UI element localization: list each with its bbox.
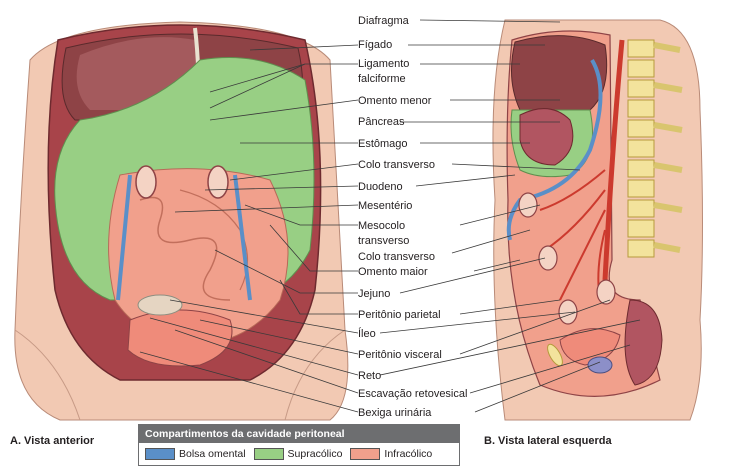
legend-swatch-pink: [350, 448, 381, 460]
legend-swatch-green: [253, 448, 284, 460]
label-diafragma: Diafragma: [358, 15, 410, 27]
caption-anterior: A. Vista anterior: [10, 435, 95, 447]
label-estomago: Estômago: [358, 138, 408, 150]
label-pancreas: Pâncreas: [358, 116, 405, 128]
label-omento-menor: Omento menor: [358, 95, 432, 107]
legend-items: Bolsa omental Supracólico Infracólico: [139, 443, 459, 460]
label-ileo: Íleo: [358, 327, 376, 340]
label-mesocolo: Mesocolo: [358, 220, 405, 232]
label-colo-transverso-1: Colo transverso: [358, 159, 435, 171]
legend-label-supracolico: Supracólico: [287, 448, 343, 460]
lateral-bladder: [559, 328, 621, 366]
label-mesenterio: Mesentério: [358, 200, 412, 212]
label-reto: Reto: [358, 370, 381, 382]
leader-lines: [139, 19, 641, 413]
label-figado: Fígado: [358, 39, 392, 51]
legend-item-bolsa-omental: Bolsa omental: [145, 448, 246, 460]
legend-item-infracolico: Infracólico: [350, 448, 432, 460]
label-transverso: transverso: [358, 235, 409, 247]
label-duodeno: Duodeno: [358, 181, 403, 193]
lateral-stomach: [519, 108, 574, 166]
label-omento-maior: Omento maior: [358, 266, 428, 278]
caption-lateral: B. Vista lateral esquerda: [484, 435, 612, 447]
label-colo-transverso-2: Colo transverso: [358, 251, 435, 263]
legend-item-supracolico: Supracólico: [253, 448, 343, 460]
legend: Compartimentos da cavidade peritoneal Bo…: [138, 424, 460, 466]
label-escavacao-retovesical: Escavação retovesical: [358, 388, 467, 400]
aorta: [602, 39, 625, 281]
legend-label-bolsa-omental: Bolsa omental: [179, 448, 246, 460]
labels: Diafragma Fígado Ligamento falciforme Om…: [358, 15, 467, 419]
label-peritonio-parietal: Peritônio parietal: [358, 309, 441, 321]
legend-label-infracolico: Infracólico: [384, 448, 433, 460]
label-peritonio-visceral: Peritônio visceral: [358, 349, 442, 361]
omental-bursa: [506, 58, 603, 241]
label-bexiga-urinaria: Bexiga urinária: [358, 407, 432, 419]
label-jejuno: Jejuno: [358, 288, 390, 300]
label-falciforme: falciforme: [358, 73, 406, 85]
label-ligamento: Ligamento: [358, 58, 409, 70]
vertebral-column: [627, 39, 683, 258]
ascending-colon: [116, 174, 132, 301]
anterior-view: [14, 21, 349, 421]
legend-swatch-blue: [145, 448, 175, 460]
descending-colon: [233, 174, 252, 301]
legend-title: Compartimentos da cavidade peritoneal: [139, 425, 459, 443]
lateral-view: [492, 19, 703, 421]
lateral-liver: [511, 35, 608, 111]
